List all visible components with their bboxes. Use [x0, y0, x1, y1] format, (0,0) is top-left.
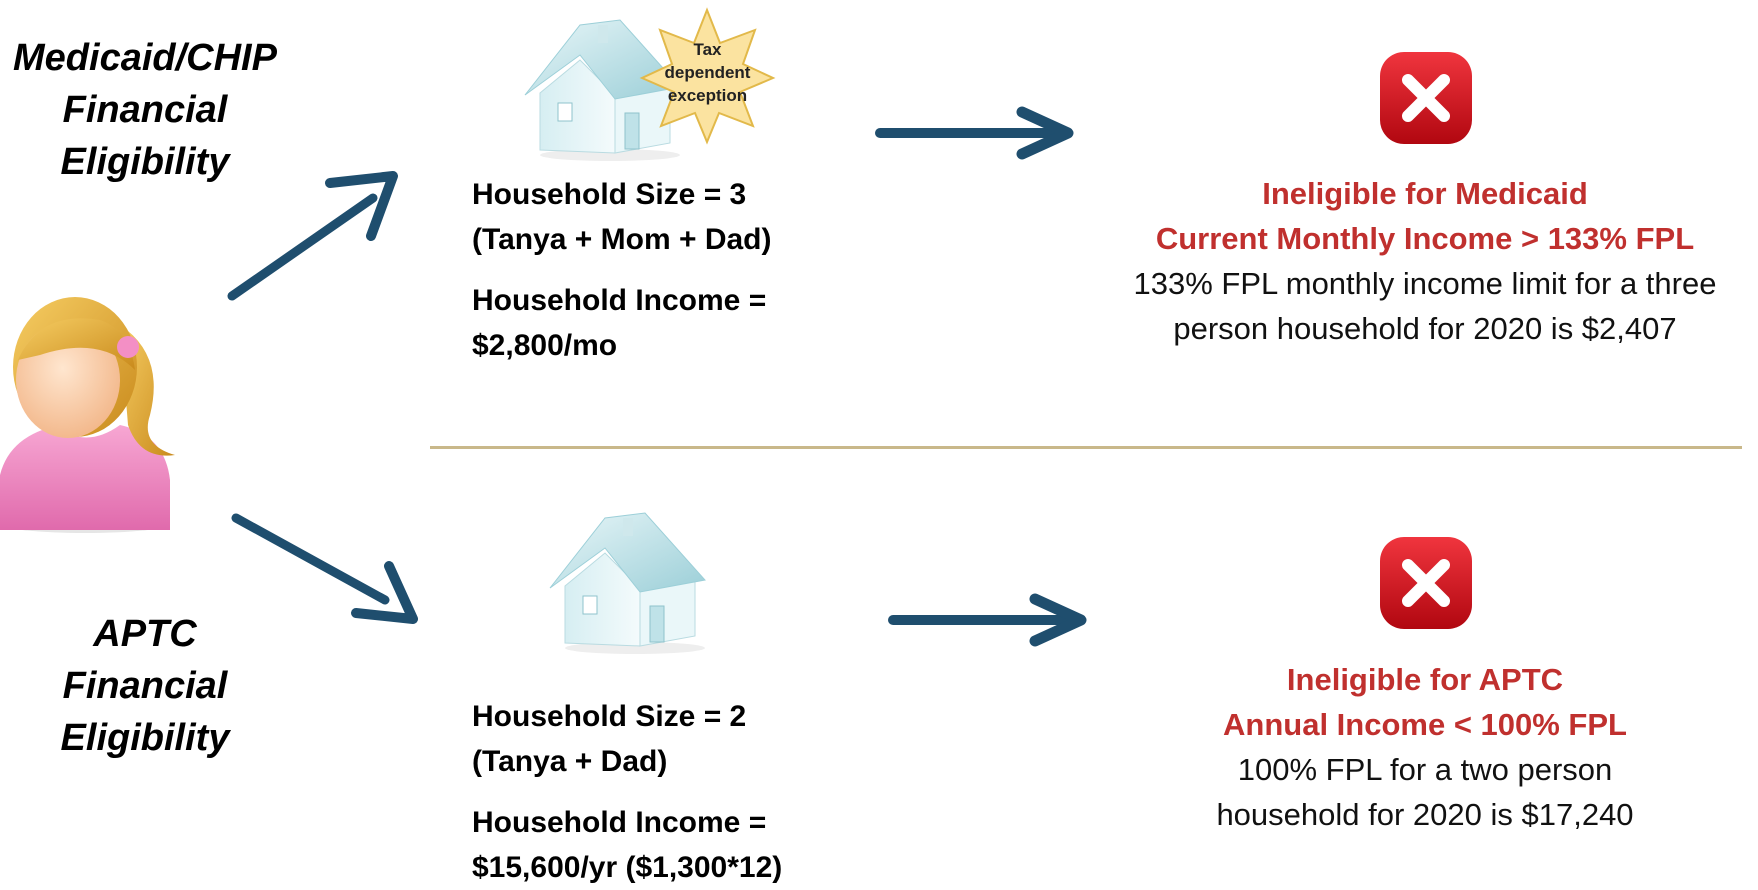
result-reason: Current Monthly Income > 133% FPL — [1155, 221, 1695, 256]
house-icon — [524, 19, 681, 161]
house-icon — [549, 512, 706, 654]
medicaid-result: Ineligible for Medicaid Current Monthly … — [1092, 171, 1758, 351]
aptc-label: APTC Financial Eligibility — [0, 608, 290, 764]
aptc-result: Ineligible for APTC Annual Income < 100%… — [1092, 657, 1758, 837]
star-badge-text: Tax dependent exception — [640, 38, 775, 107]
household-income-label: Household Income = — [472, 806, 767, 839]
result-detail: household for 2020 is $17,240 — [1216, 797, 1634, 832]
result-detail: person household for 2020 is $2,407 — [1173, 311, 1677, 346]
household-members: (Tanya + Mom + Dad) — [472, 223, 772, 256]
result-detail: 133% FPL monthly income limit for a thre… — [1133, 266, 1717, 301]
household-income-value: $15,600/yr ($1,300*12) — [472, 851, 783, 884]
result-detail: 100% FPL for a two person — [1237, 752, 1613, 787]
aptc-label-line-1: APTC — [93, 613, 197, 655]
top-household-info: Household Size = 3 (Tanya + Mom + Dad) H… — [472, 172, 772, 368]
aptc-label-line-2: Financial — [62, 665, 228, 707]
result-title: Ineligible for Medicaid — [1262, 176, 1588, 211]
medicaid-label-line-1: Medicaid/CHIP — [13, 37, 277, 79]
person-girl-icon — [0, 297, 175, 533]
aptc-label-line-3: Eligibility — [60, 717, 230, 759]
badge-line-3: exception — [667, 86, 748, 105]
household-income-label: Household Income = — [472, 284, 767, 317]
household-size: Household Size = 2 — [472, 700, 747, 733]
x-reject-icon — [1380, 537, 1472, 629]
medicaid-label-line-3: Eligibility — [60, 141, 230, 183]
household-members: (Tanya + Dad) — [472, 745, 668, 778]
result-reason: Annual Income < 100% FPL — [1223, 707, 1627, 742]
badge-line-1: Tax — [693, 40, 722, 59]
bottom-household-info: Household Size = 2 (Tanya + Dad) Househo… — [472, 694, 782, 890]
x-reject-icon — [1380, 52, 1472, 144]
section-divider — [430, 446, 1742, 449]
medicaid-chip-label: Medicaid/CHIP Financial Eligibility — [0, 32, 290, 188]
result-title: Ineligible for APTC — [1286, 662, 1564, 697]
badge-line-2: dependent — [664, 63, 751, 82]
star-badge-icon — [639, 7, 776, 145]
household-income-value: $2,800/mo — [472, 329, 618, 362]
medicaid-label-line-2: Financial — [62, 89, 228, 131]
household-size: Household Size = 3 — [472, 178, 747, 211]
